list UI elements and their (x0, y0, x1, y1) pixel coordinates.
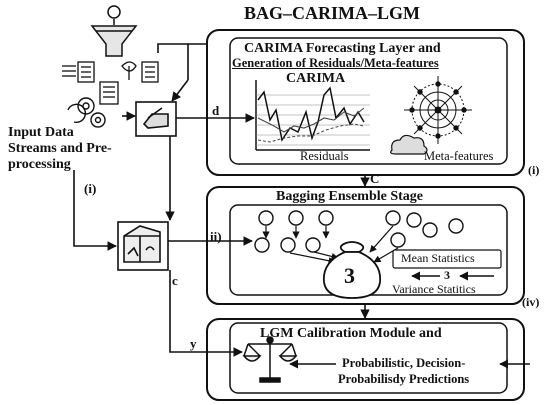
feed-to-tray-arrow (171, 79, 189, 102)
mean-statistics-box (392, 249, 502, 269)
lgm-output-line-2: Probabilisdy Predictions (338, 372, 470, 386)
lgm-box (206, 318, 525, 401)
input-label-line-2: Streams and Pre- (8, 141, 112, 156)
cloud-icon (390, 134, 428, 155)
carima-inner-box (229, 37, 508, 165)
gears-icon (67, 97, 106, 128)
carima-title-line-1: CARIMA Forecasting Layer and (244, 41, 441, 56)
money-bag-icon (322, 241, 382, 299)
input-label-line-1: Input Data (8, 125, 74, 140)
tray-icon (135, 101, 177, 137)
leaf-icon (121, 61, 137, 80)
crate-icon (117, 221, 169, 271)
bagging-tag: (iv) (522, 295, 540, 309)
bag-learners (254, 210, 464, 253)
network-icon (404, 76, 472, 144)
connector-label-y: y (190, 336, 197, 351)
bag-number: 3 (344, 263, 355, 288)
connector-label-d: d (212, 103, 220, 118)
variance-statistics-label: Variance Statitics (392, 282, 476, 296)
lgm-title: LGM Calibration Module and (260, 326, 442, 341)
funnel-icon (90, 5, 138, 57)
connectors (73, 43, 370, 357)
lgm-output-line-1: Probabilistic, Decision- (342, 356, 466, 370)
carima-title-line-2: Generation of Residuals/Meta-features (232, 56, 439, 70)
connector-label-ii: ii) (210, 229, 222, 244)
residuals-label: Residuals (300, 149, 349, 163)
meta-features-label: Meta-features (424, 149, 494, 163)
diagram-title: BAG–CARIMA–LGM (244, 3, 420, 23)
connector-label-c: c (172, 273, 178, 288)
residual-series-secondary (257, 107, 365, 133)
lgm-inner-box (229, 322, 508, 394)
carima-tag: (i) (528, 163, 540, 177)
input-label-line-3: processing (8, 157, 71, 172)
scale-icon (242, 336, 298, 383)
carima-chart (255, 80, 370, 151)
input-path-label: (i) (84, 181, 97, 196)
bagging-title: Bagging Ensemble Stage (276, 189, 424, 204)
residual-series-dashed (257, 123, 365, 143)
input-to-crate-arrow (73, 170, 117, 251)
bag-arrows (262, 225, 399, 265)
connector-label-C: C (370, 171, 380, 186)
carima-chart-title: CARIMA (286, 71, 346, 86)
mean-statistics-label: Mean Statistics (401, 251, 475, 265)
top-feed-line (157, 43, 189, 80)
variance-arrow-number: 3 (444, 268, 450, 282)
documents-icon (62, 61, 159, 105)
crate-to-lgm-arrow (169, 270, 243, 357)
